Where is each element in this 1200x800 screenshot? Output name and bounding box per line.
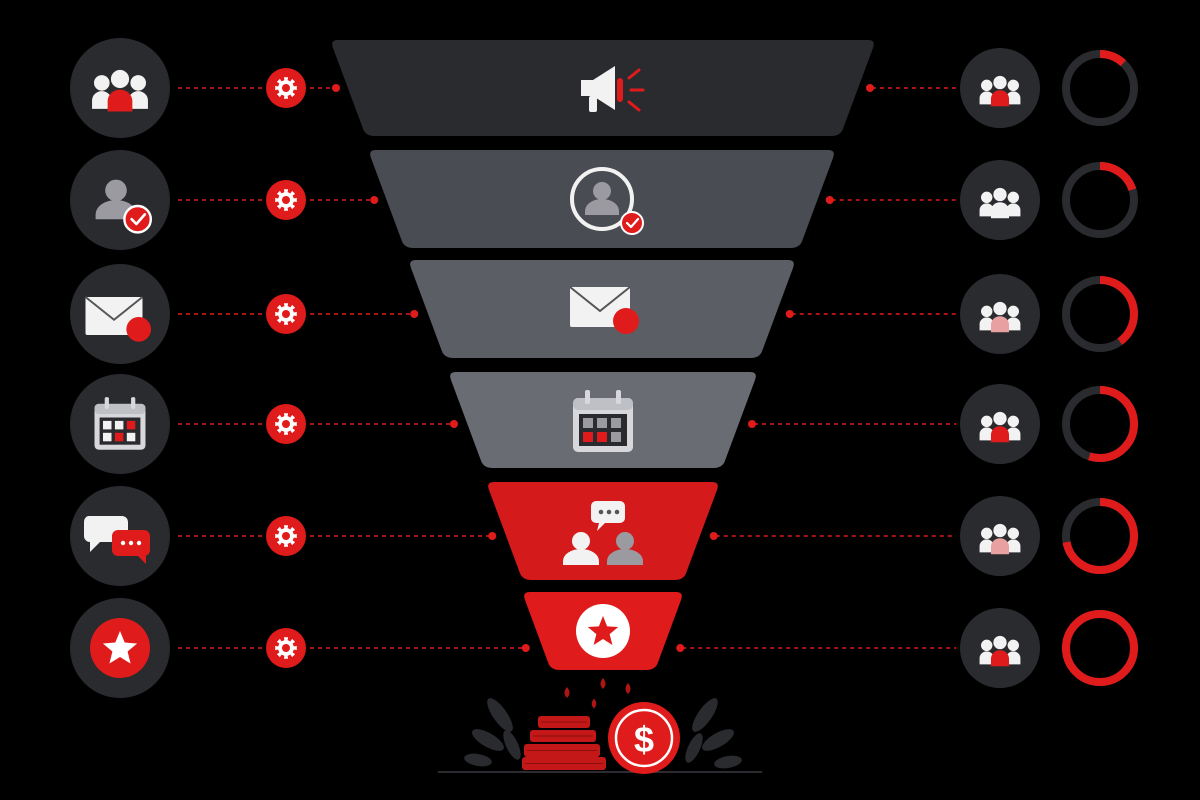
funnel-stage-3 <box>410 260 794 358</box>
stage-5-chat-bubbles-icon <box>70 486 170 586</box>
stage-2-conversion-ring <box>1062 162 1138 238</box>
stage-4-conversion-ring <box>1062 386 1138 462</box>
gear-icon <box>275 77 297 99</box>
conversation-icon <box>563 501 643 565</box>
stage-5-audience <box>960 496 1040 576</box>
stage-3-settings-button[interactable] <box>266 294 306 334</box>
dollar-symbol: $ <box>634 719 654 760</box>
connector-dot <box>748 420 756 428</box>
stage-1-conversion-ring <box>1062 50 1138 126</box>
drip-drops <box>564 678 631 709</box>
stage-4-settings-button[interactable] <box>266 404 306 444</box>
envelope-icon <box>569 286 639 334</box>
stage-3-envelope-icon <box>70 264 170 364</box>
gear-icon <box>275 303 297 325</box>
stage-6-audience <box>960 608 1040 688</box>
conversion-arc <box>1062 162 1138 238</box>
team-icon <box>979 75 1021 107</box>
funnel-stage-2 <box>370 150 834 248</box>
connector-dot <box>825 196 834 204</box>
calendar-icon <box>573 390 633 452</box>
funnel-stage-5 <box>488 482 718 580</box>
connector-dot <box>332 84 340 92</box>
connector-dot <box>410 310 419 318</box>
stage-6-conversion-ring <box>1062 610 1138 686</box>
connector-dot <box>488 532 497 540</box>
connector-dot <box>521 644 530 652</box>
megaphone-icon <box>581 66 645 112</box>
funnel-stage-1 <box>332 40 874 136</box>
stage-5-conversion-ring <box>1062 498 1138 574</box>
connector-dot <box>676 644 685 652</box>
gear-icon <box>275 525 297 547</box>
connector-dot <box>370 196 379 204</box>
stage-2-audience <box>960 160 1040 240</box>
team-icon <box>979 187 1021 219</box>
team-icon <box>979 411 1021 443</box>
star-icon <box>576 604 630 658</box>
team-icon <box>979 301 1021 333</box>
connector-dot <box>866 84 874 92</box>
stage-2-settings-button[interactable] <box>266 180 306 220</box>
team-icon <box>979 523 1021 555</box>
gear-icon <box>275 189 297 211</box>
conversion-arc <box>1062 386 1138 462</box>
stage-2-user-check-icon <box>70 150 170 250</box>
user-check-icon <box>570 167 644 235</box>
gear-icon <box>275 637 297 659</box>
connector-dot <box>450 420 458 428</box>
conversion-arc <box>1062 276 1138 352</box>
funnel-stage-4 <box>450 372 756 468</box>
gear-icon <box>275 413 297 435</box>
funnel-stage-6 <box>524 592 682 670</box>
stage-1-settings-button[interactable] <box>266 68 306 108</box>
stage-4-calendar-icon <box>70 374 170 474</box>
stage-1-audience <box>960 48 1040 128</box>
stage-3-conversion-ring <box>1062 276 1138 352</box>
stage-4-audience <box>960 384 1040 464</box>
stage-1-team-icon <box>70 38 170 138</box>
stage-6-star-icon <box>70 598 170 698</box>
laurel-leaves-icon <box>464 698 742 769</box>
stage-3-audience <box>960 274 1040 354</box>
team-icon <box>979 635 1021 667</box>
conversion-arc <box>1062 50 1138 126</box>
conversion-arc <box>1062 610 1138 686</box>
revenue-coins-icon <box>522 716 606 770</box>
connector-dot <box>785 310 794 318</box>
conversion-arc <box>1062 498 1138 574</box>
stage-6-settings-button[interactable] <box>266 628 306 668</box>
connector-dot <box>709 532 718 540</box>
stage-5-settings-button[interactable] <box>266 516 306 556</box>
dollar-coin-icon: $ <box>608 702 680 774</box>
